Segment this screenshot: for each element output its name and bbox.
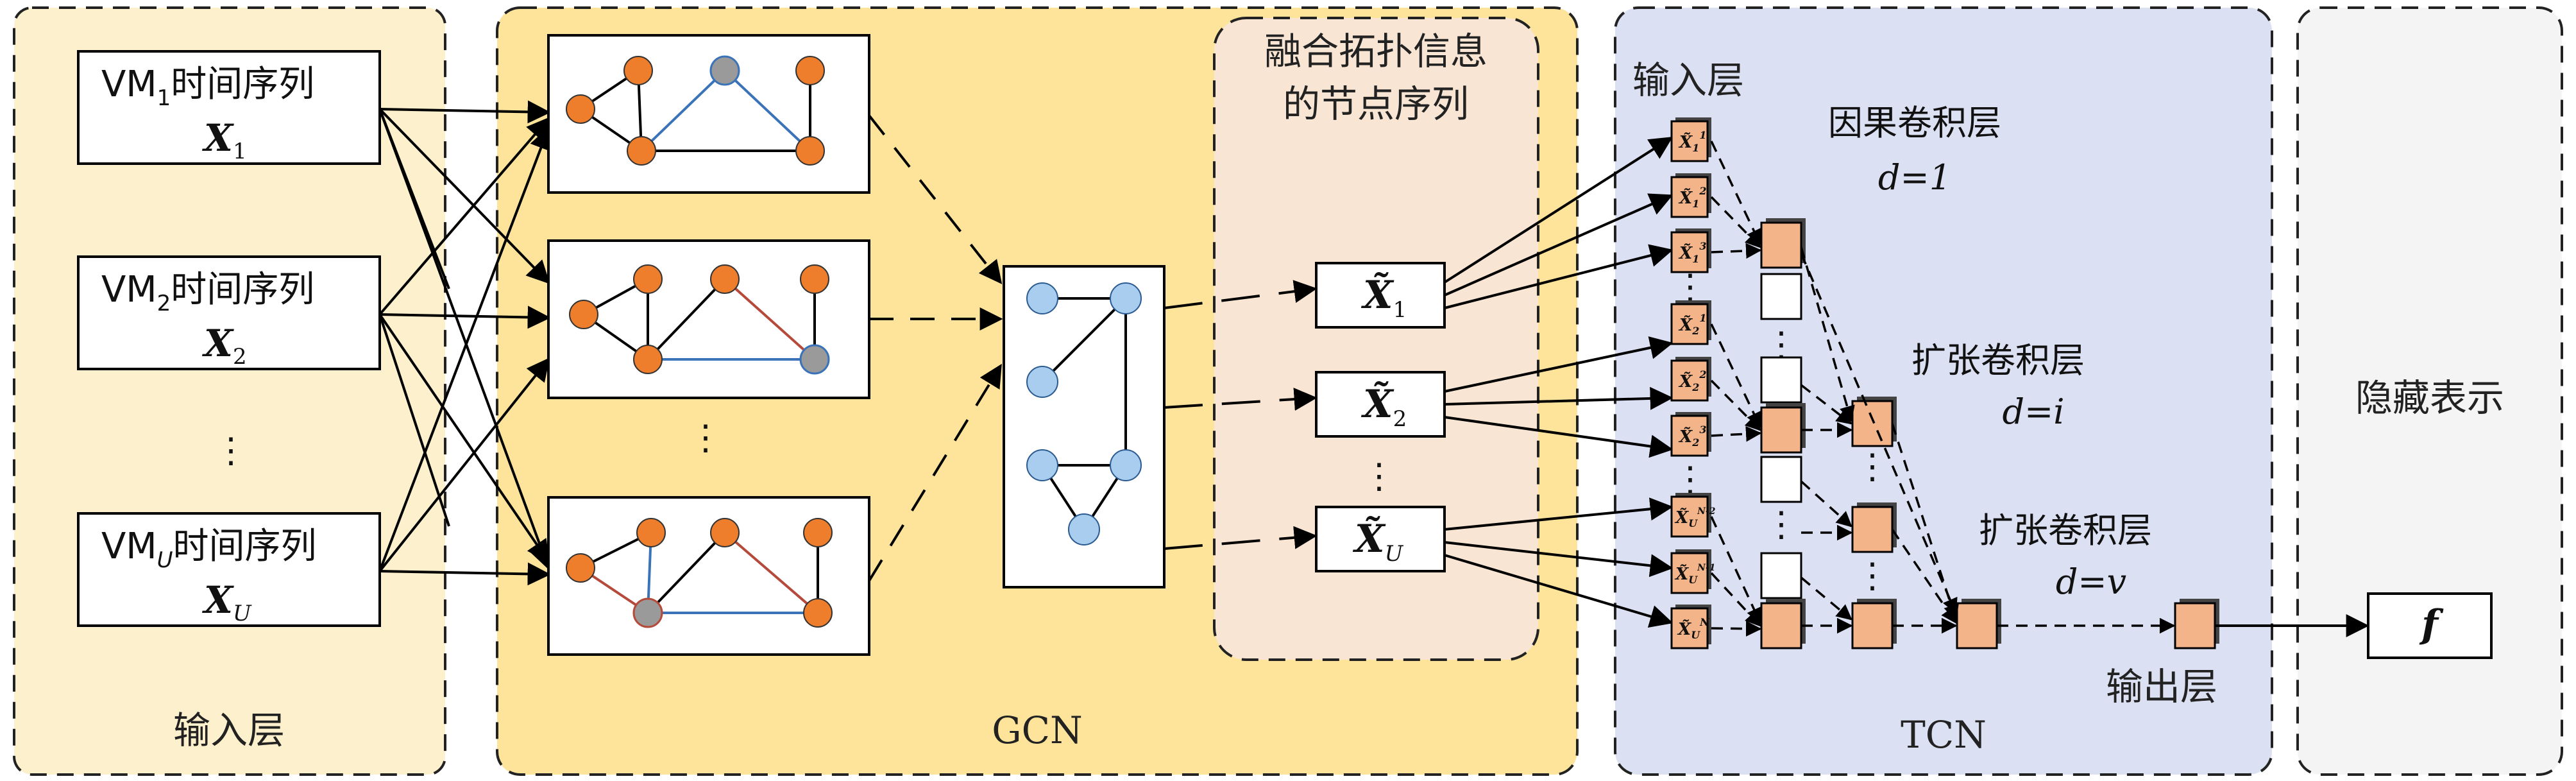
svg-text:X̃U: X̃U bbox=[1352, 516, 1404, 567]
dilated-d-label-2: d=v bbox=[2056, 562, 2126, 602]
graph-box-u bbox=[547, 496, 870, 656]
tcn-input-cell: X̃23 bbox=[1670, 412, 1711, 457]
gcn-to-sequence-arrows bbox=[1164, 280, 1318, 550]
tcn-panel-title: TCN bbox=[1901, 713, 1987, 757]
fused-node-u: X̃U bbox=[1315, 506, 1446, 572]
sequence-to-tcn-arrows bbox=[1443, 137, 1674, 628]
svg-text:⋮: ⋮ bbox=[1764, 504, 1799, 544]
tcn-input-cell: X̃UN bbox=[1670, 605, 1711, 649]
vm-input-1: VM1时间序列 X1 bbox=[77, 50, 381, 165]
svg-text:VMU时间序列: VMU时间序列 bbox=[101, 526, 317, 573]
dilated-d-label-1: d=i bbox=[2002, 391, 2064, 432]
svg-text:X̃1: X̃1 bbox=[1360, 272, 1407, 323]
fused-node-ellipsis: ⋮ bbox=[1362, 456, 1396, 496]
causal-conv-label: 因果卷积层 bbox=[1828, 103, 2001, 143]
output-layer-label: 输出层 bbox=[2106, 665, 2217, 708]
tcn-input-ellipsis-2: ⋮ bbox=[1673, 459, 1707, 499]
svg-text:XU: XU bbox=[201, 578, 252, 626]
tcn-input-cell: X̃UN-2 bbox=[1670, 493, 1716, 538]
causal-conv-cells: ⋮ ⋮ bbox=[1760, 218, 1806, 649]
svg-text:VM1时间序列: VM1时间序列 bbox=[101, 64, 314, 111]
input-to-graph-arrows bbox=[378, 100, 552, 586]
dilated-conv-label-1: 扩张卷积层 bbox=[1911, 340, 2085, 381]
svg-text:⋮: ⋮ bbox=[1855, 555, 1890, 596]
vm-input-u: VMU时间序列 XU bbox=[77, 512, 381, 627]
tcn-output-cell bbox=[2174, 599, 2219, 649]
fused-node-2: X̃2 bbox=[1315, 371, 1446, 438]
svg-text:X2: X2 bbox=[201, 322, 247, 370]
fused-graph-box bbox=[1003, 265, 1165, 588]
fusion-panel bbox=[1213, 17, 1539, 661]
tcn-input-cell: X̃13 bbox=[1670, 228, 1711, 273]
vm-input-ellipsis: ⋮ bbox=[214, 430, 248, 470]
input-panel-title: 输入层 bbox=[173, 708, 285, 752]
tcn-input-cell: X̃21 bbox=[1670, 300, 1711, 345]
tcn-input-cells: X̃11 X̃12 X̃13 ⋮ X̃21 X̃22 X̃23 ⋮ X̃UN-2 bbox=[1670, 117, 1716, 649]
tcn-dashed-connections bbox=[1710, 141, 2176, 637]
tcn-input-cell: X̃11 bbox=[1670, 117, 1711, 162]
dilated-conv-label-2: 扩张卷积层 bbox=[1979, 510, 2152, 551]
graph-to-gcn-arrows bbox=[868, 114, 1003, 582]
hidden-panel-title: 隐藏表示 bbox=[2355, 376, 2504, 420]
svg-text:⋮: ⋮ bbox=[1855, 446, 1890, 486]
graph-box-1 bbox=[547, 34, 870, 194]
hidden-representation-box: f bbox=[2367, 592, 2493, 659]
svg-text:X1: X1 bbox=[201, 116, 247, 164]
graph-ellipsis: ⋮ bbox=[688, 417, 723, 458]
graph-box-2 bbox=[547, 239, 870, 399]
vm-input-2: VM2时间序列 X2 bbox=[77, 255, 381, 370]
causal-d-label: d=1 bbox=[1878, 157, 1951, 198]
tcn-input-ellipsis-1: ⋮ bbox=[1673, 266, 1707, 307]
svg-text:VM2时间序列: VM2时间序列 bbox=[101, 269, 314, 316]
tcn-input-cell: X̃12 bbox=[1670, 173, 1711, 218]
tcn-input-cell: X̃22 bbox=[1670, 357, 1711, 402]
tcn-input-cell: X̃UN-1 bbox=[1670, 549, 1716, 594]
dilated-conv-cells-v bbox=[1956, 599, 2001, 649]
svg-text:X̃2: X̃2 bbox=[1360, 381, 1407, 432]
fusion-panel-title-line2: 的节点序列 bbox=[1283, 82, 1469, 126]
fused-node-1: X̃1 bbox=[1315, 262, 1446, 329]
gcn-panel-title: GCN bbox=[992, 708, 1082, 752]
fusion-panel-title-line1: 融合拓扑信息 bbox=[1264, 30, 1487, 73]
dilated-conv-cells-i: ⋮ ⋮ bbox=[1851, 397, 1897, 649]
hidden-panel bbox=[2296, 6, 2563, 776]
tcn-input-layer-label: 输入层 bbox=[1632, 58, 1744, 102]
